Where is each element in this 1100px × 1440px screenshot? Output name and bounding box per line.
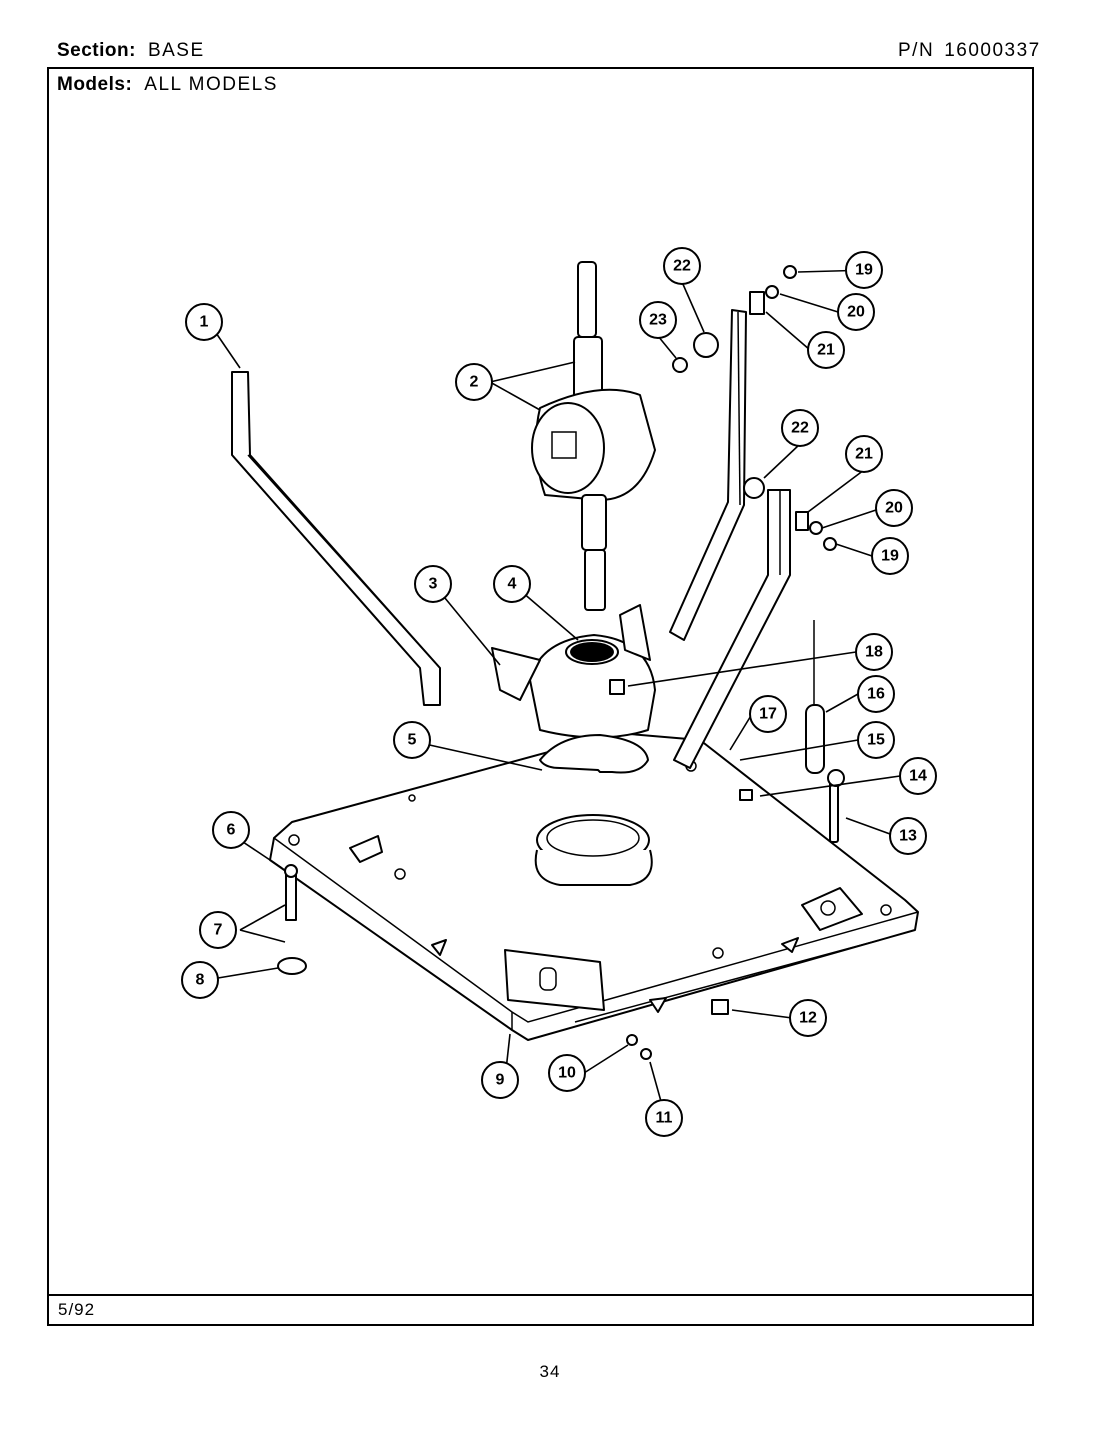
diagram-frame [47, 67, 1034, 1326]
svg-text:21: 21 [817, 342, 835, 359]
svg-text:20: 20 [885, 500, 903, 517]
callout-7: 7 [199, 911, 237, 949]
cam-ring [539, 734, 649, 774]
svg-text:15: 15 [867, 732, 885, 749]
models-header: Models: ALL MODELS [57, 74, 278, 96]
callout-2: 2 [455, 363, 493, 401]
leg-left [231, 371, 441, 706]
leader-lines [213, 269, 901, 1106]
svg-text:19: 19 [881, 548, 899, 565]
svg-text:6: 6 [227, 822, 236, 839]
transmission [531, 261, 656, 611]
part-number-header: P/N 16000337 [898, 40, 1041, 62]
callout-4: 4 [493, 565, 531, 603]
callout-12: 12 [789, 999, 827, 1037]
section-header: Section: BASE [57, 40, 205, 62]
callout-22-top: 22 [663, 247, 701, 285]
callout-21-top: 21 [807, 331, 845, 369]
svg-text:2: 2 [470, 374, 479, 391]
models-value: ALL MODELS [144, 74, 278, 95]
callout-16: 16 [857, 675, 895, 713]
pn-value: 16000337 [944, 40, 1041, 61]
svg-text:21: 21 [855, 446, 873, 463]
callout-17: 17 [749, 695, 787, 733]
callout-5: 5 [393, 721, 431, 759]
callout-15: 15 [857, 721, 895, 759]
callout-9: 9 [481, 1061, 519, 1099]
leg-right [673, 489, 791, 769]
page-number: 34 [539, 1362, 561, 1381]
svg-text:16: 16 [867, 686, 885, 703]
callout-19-bottom: 19 [871, 537, 909, 575]
svg-text:20: 20 [847, 304, 865, 321]
svg-text:11: 11 [656, 1110, 673, 1127]
callout-23: 23 [639, 301, 677, 339]
callout-1: 1 [185, 303, 223, 341]
callout-13: 13 [889, 817, 927, 855]
revision-date: 5/92 [58, 1300, 96, 1319]
svg-text:4: 4 [508, 576, 517, 593]
spring-and-hardware [277, 265, 845, 1060]
svg-text:5: 5 [408, 732, 417, 749]
svg-text:18: 18 [865, 644, 883, 661]
leg-rear [669, 309, 747, 641]
callout-20-top: 20 [837, 293, 875, 331]
callout-20-bottom: 20 [875, 489, 913, 527]
callout-10: 10 [548, 1054, 586, 1092]
callout-22-bottom: 22 [781, 409, 819, 447]
callout-21-bottom: 21 [845, 435, 883, 473]
callout-3: 3 [414, 565, 452, 603]
svg-text:14: 14 [909, 768, 927, 785]
callout-14: 14 [899, 757, 937, 795]
section-label: Section: [57, 40, 136, 61]
footer-divider [47, 1294, 1034, 1296]
callout-8: 8 [181, 961, 219, 999]
hub-assembly [491, 604, 656, 739]
pn-label: P/N [898, 40, 935, 61]
callout-18: 18 [855, 633, 893, 671]
section-value: BASE [147, 40, 205, 61]
models-label: Models: [57, 74, 133, 95]
callout-19-top: 19 [845, 251, 883, 289]
svg-text:3: 3 [429, 576, 438, 593]
svg-text:19: 19 [855, 262, 873, 279]
svg-text:8: 8 [196, 972, 205, 989]
svg-text:10: 10 [558, 1065, 576, 1082]
svg-text:22: 22 [791, 420, 809, 437]
svg-text:12: 12 [799, 1010, 817, 1027]
svg-text:7: 7 [214, 922, 223, 939]
svg-text:22: 22 [673, 258, 691, 275]
callout-11: 11 [645, 1099, 683, 1137]
svg-text:1: 1 [200, 314, 209, 331]
svg-text:13: 13 [899, 828, 917, 845]
svg-text:17: 17 [759, 706, 777, 723]
svg-text:23: 23 [649, 312, 667, 329]
base-plate [269, 732, 919, 1041]
callout-6: 6 [212, 811, 250, 849]
svg-text:9: 9 [496, 1072, 505, 1089]
